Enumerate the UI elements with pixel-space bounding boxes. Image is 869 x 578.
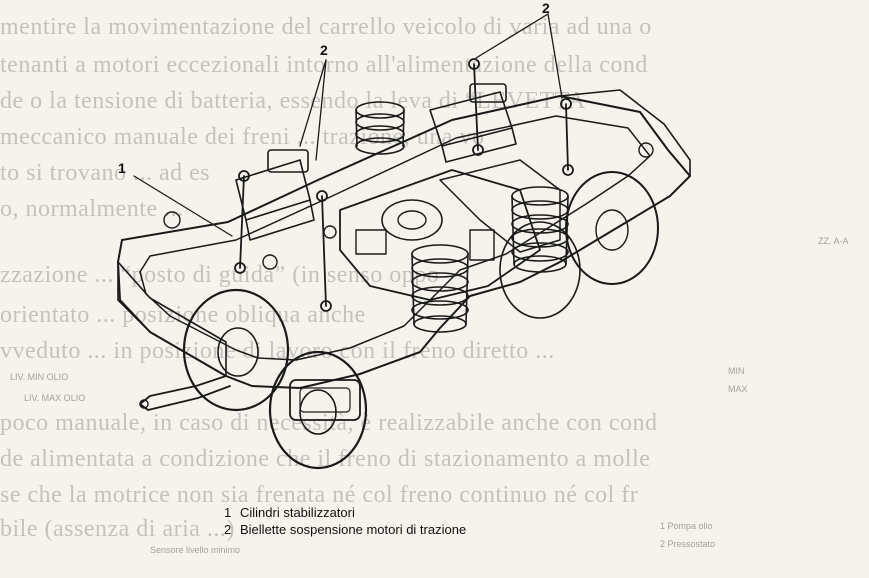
legend-text: Cilindri stabilizzatori [240, 505, 355, 520]
motor-block [439, 159, 561, 253]
bg-line: mentire la movimentazione del carrello v… [0, 14, 652, 40]
leader-line-2-right-a [475, 13, 549, 59]
bg-line: bile (assenza di aria ...) [0, 516, 235, 542]
wheel-rear-hub [595, 209, 629, 251]
bracket [355, 229, 387, 255]
bg-line: to si trovano ... ad es [0, 160, 211, 186]
bolt [323, 225, 337, 239]
end-beam-left [117, 261, 227, 377]
leader-line-1 [133, 175, 233, 237]
bracket [469, 229, 495, 261]
bogie-frame [117, 95, 691, 389]
legend-item: 1 Cilindri stabilizzatori [224, 504, 466, 521]
figure-legend: 1 Cilindri stabilizzatori 2 Biellette sosp… [224, 504, 466, 538]
motor-flange [381, 199, 443, 241]
bg-line: tenanti a motori eccezionali intorno all… [0, 52, 648, 78]
stabilizer-cylinder-right [429, 83, 517, 163]
spring-stack-rear [511, 186, 569, 273]
axle-box-front-inner [299, 387, 351, 413]
wheel-front [182, 288, 290, 412]
bogie-frame-inner [139, 115, 651, 361]
stabilizer-cylinder-left [235, 149, 315, 241]
legend-text: Biellette sospensione motori di trazione [240, 522, 467, 537]
bg-line: de o la tensione di batteria, essendo la… [0, 88, 586, 114]
bg-small-label: 1 Pompa olio [660, 521, 713, 531]
motor-housing [339, 169, 541, 301]
end-beam-right [559, 89, 691, 177]
bolt [262, 254, 278, 270]
bg-line: orientato ... posizione obliqua anche [0, 302, 366, 328]
bg-line: zzazione ... “posto di guida” (in senso … [0, 262, 440, 288]
leader-line-2-right-b [547, 13, 563, 99]
bg-small-label: LIV. MAX OLIO [24, 393, 86, 403]
callout-1: 1 [118, 160, 126, 176]
wheel-front-right [268, 350, 368, 470]
bg-small-label: 2 Pressostato [660, 539, 716, 549]
brake-lever-pin [139, 399, 149, 409]
bg-small-label: Sensore livello minimo [150, 545, 241, 555]
motor-flange-inner [397, 210, 427, 230]
suspension-link-right [468, 58, 574, 176]
wheel-front-hub [217, 327, 259, 377]
bg-small-label: MAX [728, 384, 748, 394]
spring-stack-front [411, 244, 469, 333]
legend-number: 2 [224, 522, 232, 537]
callout-2-right: 2 [542, 0, 550, 16]
bg-small-label: ZZ. A-A [818, 236, 849, 246]
bolt [638, 142, 654, 158]
axle-box-front [289, 379, 361, 421]
legend-number: 1 [224, 505, 232, 520]
legend-item: 2 Biellette sospensione motori di trazion… [224, 521, 466, 538]
bg-small-label: LIV. MIN OLIO [10, 372, 69, 382]
leader-line-2-left-a [299, 59, 327, 147]
leader-line-2-left-b [315, 59, 327, 161]
bg-line: o, normalmente ... [0, 196, 184, 222]
wheel-rear-left [499, 221, 581, 319]
callout-2-left: 2 [320, 42, 328, 58]
bolt [163, 211, 181, 229]
bg-line: se che la motrice non sia frenata né col… [0, 482, 639, 508]
bg-line: poco manuale, in caso di necessità, è re… [0, 410, 658, 436]
spring-stack-top [355, 101, 405, 155]
suspension-link-left [234, 170, 332, 312]
bg-small-label: MIN [728, 366, 745, 376]
